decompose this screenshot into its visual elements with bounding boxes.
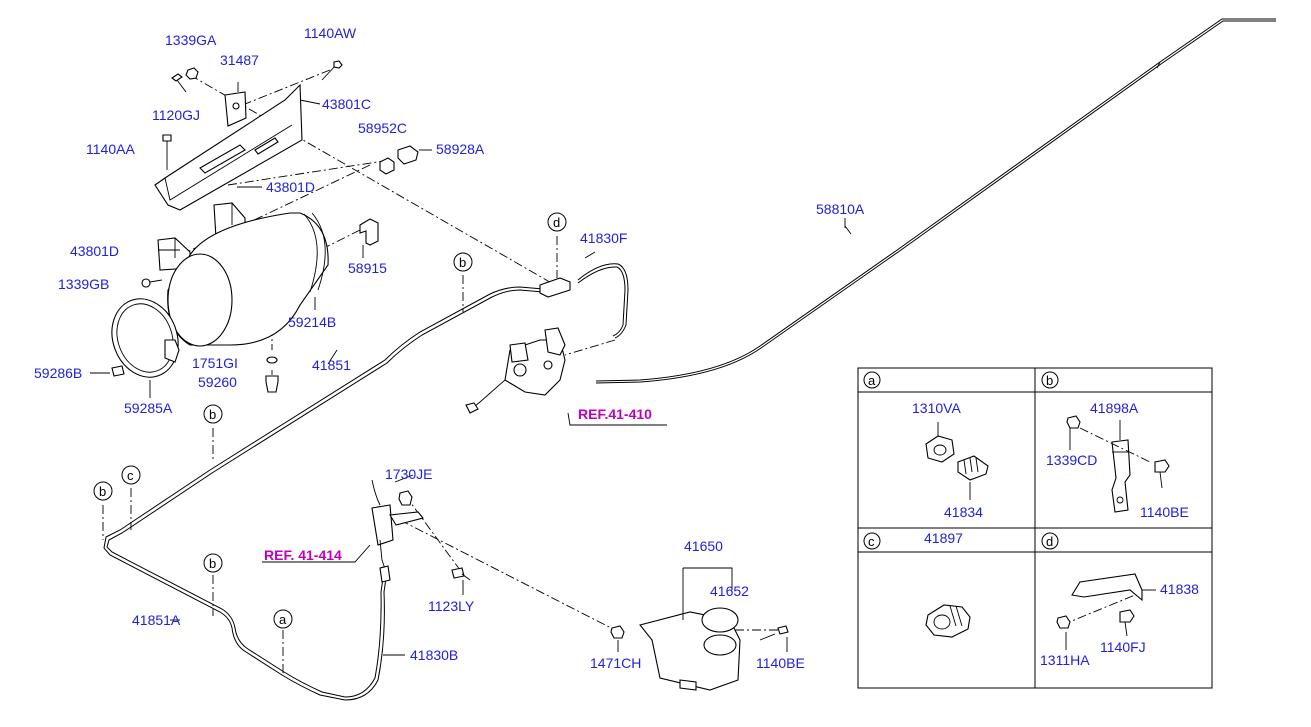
callout-b-left: b xyxy=(93,481,113,501)
callout-bubbles: d b b c b b a xyxy=(93,212,567,629)
bolt-1120GJ xyxy=(171,73,187,93)
fitting-41897 xyxy=(925,604,971,638)
bolt-59286B xyxy=(111,365,125,377)
label-43801C: 43801C xyxy=(322,96,371,112)
svg-text:b: b xyxy=(99,484,106,499)
detail-d-letter: d xyxy=(1046,534,1053,549)
label-58952C: 58952C xyxy=(358,120,407,136)
svg-text:b: b xyxy=(209,556,216,571)
ref-41-410: REF.41-410 xyxy=(578,406,652,422)
label-1311HA: 1311HA xyxy=(1040,652,1090,668)
label-31487: 31487 xyxy=(220,52,259,68)
callout-a: a xyxy=(273,609,293,629)
master-cylinder-41-410 xyxy=(465,327,566,414)
pipe-58810A xyxy=(595,18,1276,384)
oring-1751GI xyxy=(266,356,278,364)
callout-b-lower: b xyxy=(203,553,223,573)
label-41898A: 41898A xyxy=(1090,400,1139,416)
nut-1730JE xyxy=(398,490,413,506)
pipe-41851 xyxy=(103,286,556,701)
detail-cell-a: a 1310VA 41834 xyxy=(863,371,989,520)
detail-a-letter: a xyxy=(868,373,876,388)
label-43801D-lower: 43801D xyxy=(70,243,119,259)
label-59285A: 59285A xyxy=(124,400,173,416)
bracket-41838 xyxy=(1071,573,1143,602)
reservoir-41650 xyxy=(639,607,741,691)
label-58915: 58915 xyxy=(348,260,387,276)
bracket-41898A xyxy=(1111,439,1131,513)
label-1140BE: 1140BE xyxy=(756,655,805,671)
callout-d-top: d xyxy=(547,212,567,232)
svg-text:c: c xyxy=(127,468,134,483)
elbow-58915 xyxy=(359,218,379,246)
fitting-41834 xyxy=(957,455,989,481)
slave-cylinder-41-414 xyxy=(371,479,424,583)
plug-59260 xyxy=(265,375,279,393)
label-41830F: 41830F xyxy=(580,230,627,246)
label-1140FJ: 1140FJ xyxy=(1100,639,1146,655)
bolt-1140AW xyxy=(321,60,343,81)
label-41838: 41838 xyxy=(1160,581,1199,597)
nut-1471CH xyxy=(610,625,625,639)
label-1140AW: 1140AW xyxy=(304,25,357,41)
detail-cell-c: c 41897 xyxy=(863,530,971,638)
svg-text:d: d xyxy=(553,215,560,230)
label-43801D-upper: 43801D xyxy=(266,179,315,195)
bolt-1123LY xyxy=(451,567,471,581)
reference-labels: REF.41-410 REF. 41-414 xyxy=(264,406,652,563)
detail-cell-d: d 41838 1311HA 1140FJ xyxy=(1040,532,1199,668)
detail-table: a 1310VA 41834 b 41898A 1339CD 1140BE xyxy=(857,367,1213,689)
label-1471CH: 1471CH xyxy=(590,655,641,671)
label-1123LY: 1123LY xyxy=(428,598,475,614)
label-41851: 41851 xyxy=(312,357,351,373)
callout-b-mid: b xyxy=(203,404,223,424)
label-1140AA: 1140AA xyxy=(86,141,135,157)
label-1310VA: 1310VA xyxy=(912,400,961,416)
bracket-d-small xyxy=(539,277,571,298)
label-41650: 41650 xyxy=(684,538,723,554)
label-1339CD: 1339CD xyxy=(1046,452,1097,468)
svg-text:a: a xyxy=(279,612,287,627)
svg-text:b: b xyxy=(209,407,216,422)
label-41897: 41897 xyxy=(924,530,963,546)
label-1120GJ: 1120GJ xyxy=(152,107,200,123)
pipe-41830F xyxy=(577,263,629,339)
bolt-1140AA xyxy=(162,134,172,170)
part-labels: 1339GA 1140AW 31487 1120GJ 43801C 1140AA… xyxy=(34,25,865,671)
tank-59214B xyxy=(167,212,329,347)
label-41652: 41652 xyxy=(710,583,749,599)
strap-59285A xyxy=(111,298,180,378)
label-58928A: 58928A xyxy=(436,141,485,157)
label-leaders xyxy=(90,82,846,656)
label-1140BE-detail: 1140BE xyxy=(1140,504,1189,520)
label-1339GB: 1339GB xyxy=(58,276,109,292)
callout-b-upper: b xyxy=(453,252,473,272)
label-59286B: 59286B xyxy=(34,365,82,381)
nut-1339GB xyxy=(141,278,163,288)
bolt-1140BE-reservoir xyxy=(759,625,789,641)
bracket-43801C xyxy=(154,83,303,211)
label-1339GA: 1339GA xyxy=(165,32,217,48)
detail-cell-b: b 41898A 1339CD 1140BE xyxy=(1041,371,1189,520)
detail-b-letter: b xyxy=(1046,373,1053,388)
label-59260: 59260 xyxy=(198,374,237,390)
svg-text:b: b xyxy=(459,255,466,270)
label-59214B: 59214B xyxy=(288,314,336,330)
label-41834: 41834 xyxy=(944,504,983,520)
detail-c-letter: c xyxy=(868,534,875,549)
fitting-58928A xyxy=(397,145,419,165)
nut-1339GA xyxy=(185,67,199,80)
fitting-58952C xyxy=(379,157,395,175)
nut-1310VA xyxy=(925,435,955,463)
label-1751GI: 1751GI xyxy=(192,355,238,371)
label-41851A: 41851A xyxy=(132,612,181,628)
label-1730JE: 1730JE xyxy=(385,466,432,482)
callout-c: c xyxy=(121,465,141,485)
ref-41-414: REF. 41-414 xyxy=(264,547,342,563)
label-58810A: 58810A xyxy=(816,201,865,217)
label-41830B: 41830B xyxy=(410,647,458,663)
